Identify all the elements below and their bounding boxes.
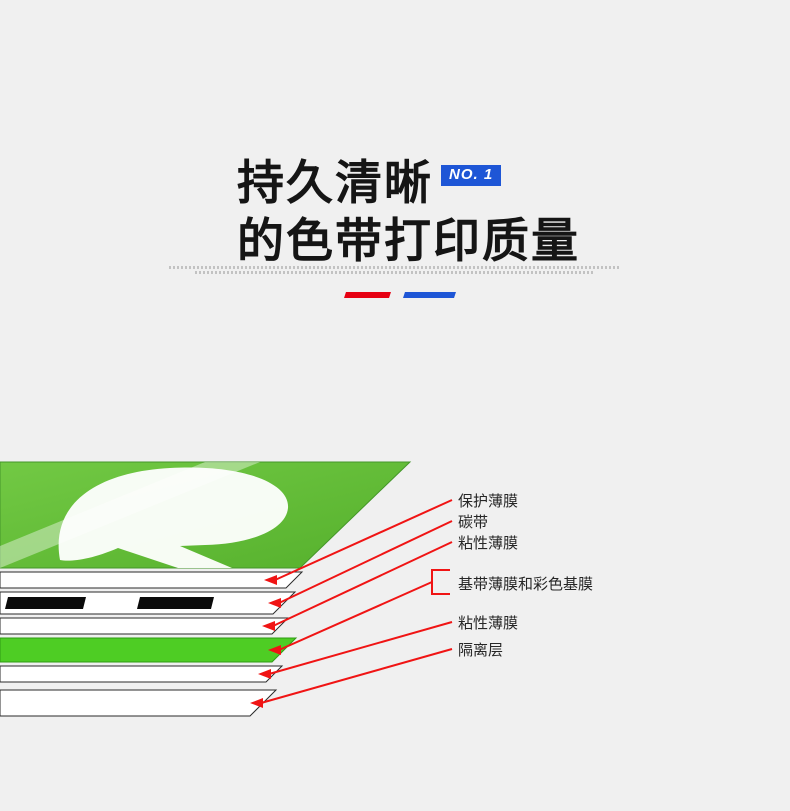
- label-carbon-ribbon: 碳带: [458, 514, 489, 531]
- arrowhead: [258, 669, 271, 679]
- arrowhead: [268, 598, 281, 608]
- arrow-line: [278, 520, 453, 604]
- title-text-1: 持久清晰: [237, 156, 433, 209]
- arrow-line: [274, 499, 453, 581]
- label-release-layer: 隔离层: [458, 642, 504, 659]
- arrowhead: [268, 645, 281, 655]
- title-line-2: 的色带打印质量: [237, 214, 580, 268]
- group-bracket: [431, 569, 450, 595]
- brand-swoosh: [58, 467, 289, 568]
- title-block: 持久清晰 NO. 1 的色带打印质量: [237, 158, 580, 267]
- fine-print-decoration: [169, 266, 621, 274]
- arrow-line: [268, 621, 453, 675]
- arrowhead: [250, 698, 263, 708]
- micro-text-row: [169, 266, 621, 269]
- arrow-line: [278, 581, 433, 651]
- layer-adhesive-film-1: [0, 617, 290, 635]
- print-mark: [137, 597, 214, 609]
- print-mark: [5, 597, 86, 609]
- layer-protective-film: [0, 571, 304, 589]
- label-base-and-color-film: 基带薄膜和彩色基膜: [458, 576, 594, 593]
- layer-release-liner: [0, 689, 278, 717]
- arrowhead: [262, 621, 275, 631]
- label-adhesive-film-1: 粘性薄膜: [458, 535, 519, 552]
- label-protective-film: 保护薄膜: [458, 493, 519, 510]
- title-line-1: 持久清晰 NO. 1: [237, 158, 580, 207]
- no1-badge: NO. 1: [441, 165, 502, 186]
- label-adhesive-film-2: 粘性薄膜: [458, 615, 519, 632]
- micro-text-row: [195, 271, 595, 274]
- arrowhead: [264, 575, 277, 585]
- arrow-line: [272, 541, 453, 627]
- layer-adhesive-film-2: [0, 665, 284, 683]
- arrow-line: [260, 648, 453, 704]
- layer-color-base-film: [0, 637, 298, 663]
